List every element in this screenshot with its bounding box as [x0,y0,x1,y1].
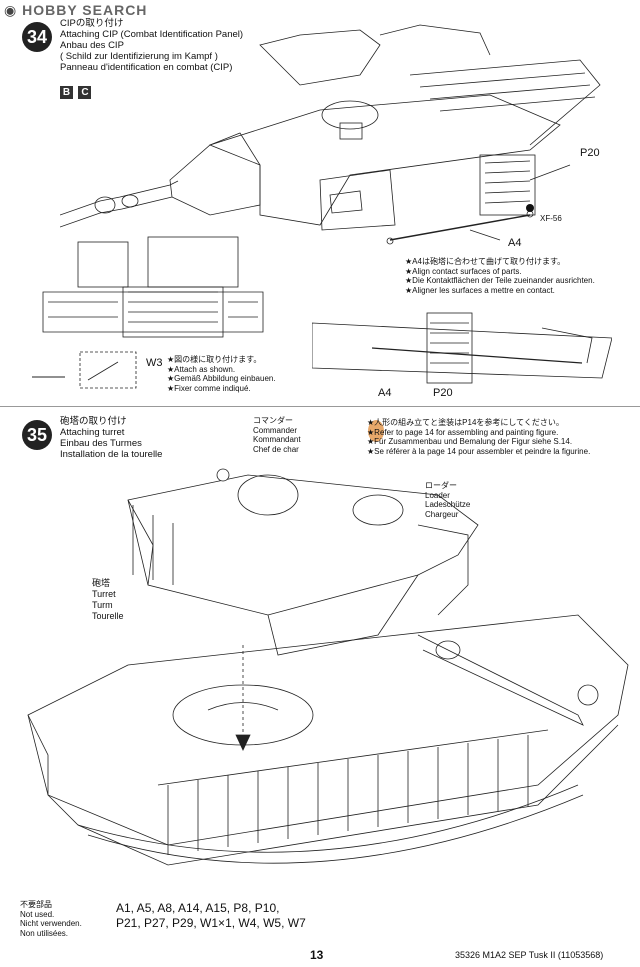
loader-de: Ladeschütze [425,500,471,509]
w3-part-drawing [32,376,65,378]
note-figure-jp: ★人形の組み立てと塗装はP14を参考にしてください。 [367,418,564,427]
w3-inset-drawing [79,351,137,389]
step-34-number: 34 [22,22,52,52]
note-w3: ★図の様に取り付けます。 ★Attach as shown. ★Gemäß Ab… [167,355,276,393]
label-w3: W3 [146,357,163,369]
step-34-title-jp: CIPの取り付け [60,18,124,29]
note-w3-de: ★Gemäß Abbildung einbauen. [167,374,276,383]
step-34-title-fr: Panneau d'identification en combat (CIP) [60,62,233,73]
badge-b: B [60,86,73,99]
label-commander: コマンダー Commander Kommandant Chef de char [253,416,301,454]
step-35-number: 35 [22,420,52,450]
label-a4: A4 [508,237,522,249]
step-34-badges: B C [60,82,92,100]
logo-icon: ◉ [4,2,18,18]
step-34-title-de: Anbau des CIP [60,40,124,51]
step-35-title-de: Einbau des Turmes [60,438,142,449]
label-p20: P20 [580,147,600,159]
note-w3-en: ★Attach as shown. [167,364,236,374]
step-34-turret-drawing [60,24,601,245]
note-figure-fr: ★Se référer à la page 14 pour assembler … [367,446,591,456]
label-a4-lower: A4 [378,387,392,399]
commander-de: Kommandant [253,435,301,444]
step-34-title: CIPの取り付け Attaching CIP (Combat Identific… [60,18,243,73]
not-used-parts-list: A1, A5, A8, A14, A15, P8, P10, P21, P27,… [116,901,306,931]
not-used-fr: Non utilisées. [20,928,69,938]
page-number: 13 [310,948,324,962]
not-used-de: Nicht verwenden. [20,919,82,928]
label-p20-lower: P20 [433,387,453,399]
figure-note-icon [368,420,384,442]
turret-fr: Tourelle [92,611,124,621]
step-35-title-en: Attaching turret [60,427,125,438]
not-used-en: Not used. [20,909,55,919]
step-35-title: 砲塔の取り付け Attaching turret Einbau des Turm… [60,416,162,460]
not-used-labels: 不要部品 Not used. Nicht verwenden. Non util… [20,900,82,938]
note-figure: ★人形の組み立てと塗装はP14を参考にしてください。 ★Refer to pag… [367,418,590,456]
label-xf56: XF-56 [540,214,562,223]
note-w3-jp: ★図の様に取り付けます。 [167,355,262,364]
hobby-search-logo: ◉ HOBBY SEARCH [4,2,147,19]
step-35-title-fr: Installation de la tourelle [60,449,163,460]
note-w3-fr: ★Fixer comme indiqué. [167,383,251,393]
note-a4-jp: ★A4は砲塔に合わせて曲げて取り付けます。 [405,257,566,266]
note-a4: ★A4は砲塔に合わせて曲げて取り付けます。 ★Align contact sur… [405,257,595,295]
step-35-title-jp: 砲塔の取り付け [60,416,127,427]
step-34-rear-view [42,236,264,338]
note-figure-en: ★Refer to page 14 for assembling and pai… [367,427,559,437]
not-used-jp: 不要部品 [20,900,52,909]
logo-text: HOBBY SEARCH [22,2,148,18]
commander-fr: Chef de char [253,444,299,454]
turret-de: Turm [92,600,113,610]
step-34-title-en: Attaching CIP (Combat Identification Pan… [60,29,244,40]
badge-c: C [78,86,92,99]
product-code: 35326 M1A2 SEP Tusk II (11053568) [455,950,604,960]
turret-jp: 砲塔 [92,578,111,588]
note-a4-en: ★Align contact surfaces of parts. [405,266,522,276]
commander-jp: コマンダー [253,416,293,425]
note-a4-de: ★Die Kontaktflächen der Teile zueinander… [405,276,595,285]
note-a4-fr: ★Aligner les surfaces a mettre en contac… [405,285,555,295]
label-turret: 砲塔 Turret Turm Tourelle [92,578,124,622]
step-divider [0,406,640,407]
turret-en: Turret [92,589,116,599]
not-used-line1: A1, A5, A8, A14, A15, P8, P10, [116,901,280,915]
commander-en: Commander [253,425,298,435]
step-34-side-detail [312,312,612,384]
step-35-tank-drawing [27,468,629,866]
step-34-title-de2: ( Schild zur Identifizierung im Kampf ) [60,51,218,62]
note-figure-de: ★Für Zusammenbau und Bemalung der Figur … [367,437,573,446]
not-used-line2: P21, P27, P29, W1×1, W4, W5, W7 [116,916,306,930]
loader-jp: ローダー [425,481,457,490]
loader-fr: Chargeur [425,509,459,519]
